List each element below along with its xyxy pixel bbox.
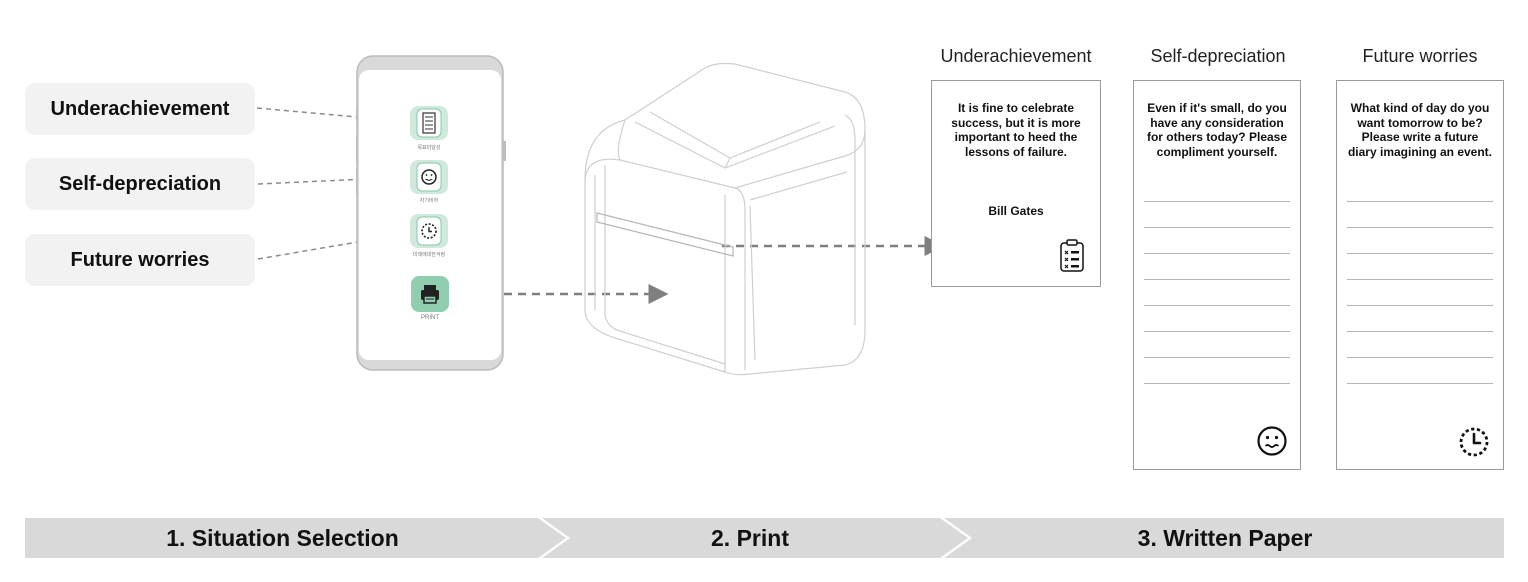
situation-label: Future worries (70, 248, 210, 271)
app-icon-underachievement[interactable] (410, 106, 448, 140)
clipboard-checklist-icon (1060, 239, 1084, 272)
step-3-label: 3. Written Paper (1137, 525, 1313, 551)
situation-label: Self-depreciation (58, 172, 222, 195)
print-button[interactable] (411, 276, 449, 312)
paper-card-future-worries: What kind of day do you want tomorrow to… (1336, 80, 1504, 470)
step-2-chevron (542, 518, 968, 558)
paper-card-underachievement: It is fine to celebrate success, but it … (931, 80, 1101, 287)
app-label: 목표미달성 (417, 145, 441, 151)
print-label: PRINT (421, 315, 439, 321)
worried-face-icon (416, 162, 442, 192)
step-1-chevron (25, 518, 566, 558)
writing-line (1347, 331, 1493, 332)
printer-icon (421, 285, 439, 304)
writing-line (1347, 357, 1493, 358)
writing-line (1347, 253, 1493, 254)
writing-line (1144, 201, 1290, 202)
writing-line (1347, 305, 1493, 306)
writing-line (1144, 279, 1290, 280)
writing-line (1144, 331, 1290, 332)
paper-prompt: Even if it's small, do you have any cons… (1146, 101, 1288, 159)
paper-quote: It is fine to celebrate success, but it … (951, 101, 1081, 159)
app-label: 자기비하 (419, 198, 439, 204)
dotted-clock-icon (416, 216, 442, 246)
writing-line (1144, 305, 1290, 306)
step-2-label: 2. Print (711, 525, 789, 551)
paper-card-self-depreciation: Even if it's small, do you have any cons… (1133, 80, 1301, 470)
paper-title-future-worries: Future worries (1362, 46, 1478, 66)
writing-line (1347, 383, 1493, 384)
worried-face-icon (1257, 426, 1287, 456)
situation-self-depreciation[interactable]: Self-depreciation (25, 158, 255, 210)
dotted-clock-icon (1459, 427, 1489, 457)
situation-future-worries[interactable]: Future worries (25, 234, 255, 286)
paper-author: Bill Gates (988, 204, 1044, 218)
app-icon-self-depreciation[interactable] (410, 160, 448, 194)
step-3-chevron (944, 518, 1504, 558)
writing-line (1144, 253, 1290, 254)
app-icon-future-worries[interactable] (410, 214, 448, 248)
paper-title-self-depreciation: Self-depreciation (1150, 46, 1286, 66)
writing-line (1144, 383, 1290, 384)
step-1-label: 1. Situation Selection (166, 525, 399, 551)
situation-label: Underachievement (50, 97, 230, 120)
app-label: 미래에대한걱정 (412, 252, 446, 258)
writing-line (1144, 227, 1290, 228)
paper-title-underachievement: Underachievement (940, 46, 1092, 66)
situation-underachievement[interactable]: Underachievement (25, 83, 255, 135)
clipboard-icon (416, 108, 442, 138)
writing-line (1347, 227, 1493, 228)
printer-illustration (584, 62, 866, 376)
writing-line (1347, 279, 1493, 280)
paper-prompt: What kind of day do you want tomorrow to… (1347, 101, 1493, 159)
writing-line (1144, 357, 1290, 358)
writing-line (1347, 201, 1493, 202)
step-bar (25, 518, 1504, 558)
